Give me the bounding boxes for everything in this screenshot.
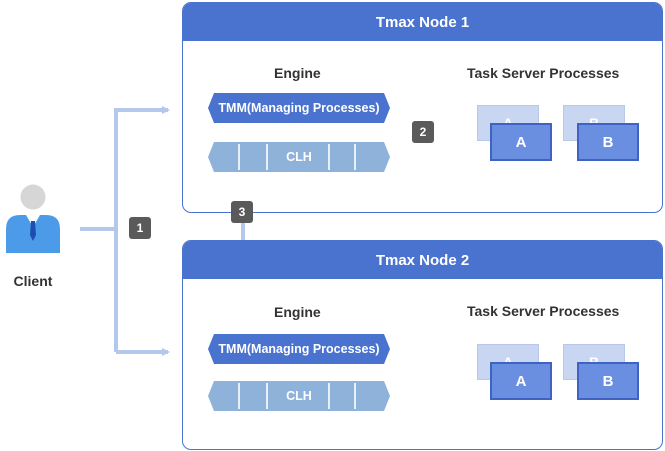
node-1-task-label: Task Server Processes xyxy=(467,65,620,81)
tmax-node-2: Tmax Node 2 xyxy=(182,240,663,450)
node-2-process-a: A xyxy=(490,362,552,400)
step-badge-2: 2 xyxy=(412,121,434,143)
node-1-clh-label: CLH xyxy=(286,150,312,164)
client-person-icon xyxy=(6,184,60,253)
step-badge-1: 1 xyxy=(129,217,151,239)
node-1-process-a: A xyxy=(490,123,552,161)
node-2-clh: CLH xyxy=(208,381,390,411)
node-2-engine-label: Engine xyxy=(274,304,321,320)
node-1-title: Tmax Node 1 xyxy=(183,3,662,41)
client-label: Client xyxy=(13,273,53,289)
node-1-process-b: B xyxy=(577,123,639,161)
node-1-tmm: TMM(Managing Processes) xyxy=(208,93,390,123)
node-1-engine-label: Engine xyxy=(274,65,321,81)
node-2-task-label: Task Server Processes xyxy=(467,303,620,319)
node-2-title: Tmax Node 2 xyxy=(183,241,662,279)
node-2-clh-label: CLH xyxy=(286,389,312,403)
node-2-tmm: TMM(Managing Processes) xyxy=(208,334,390,364)
client: Client xyxy=(0,183,66,293)
node-2-process-b: B xyxy=(577,362,639,400)
node-1-clh: CLH xyxy=(208,142,390,172)
step-badge-3: 3 xyxy=(231,201,253,223)
